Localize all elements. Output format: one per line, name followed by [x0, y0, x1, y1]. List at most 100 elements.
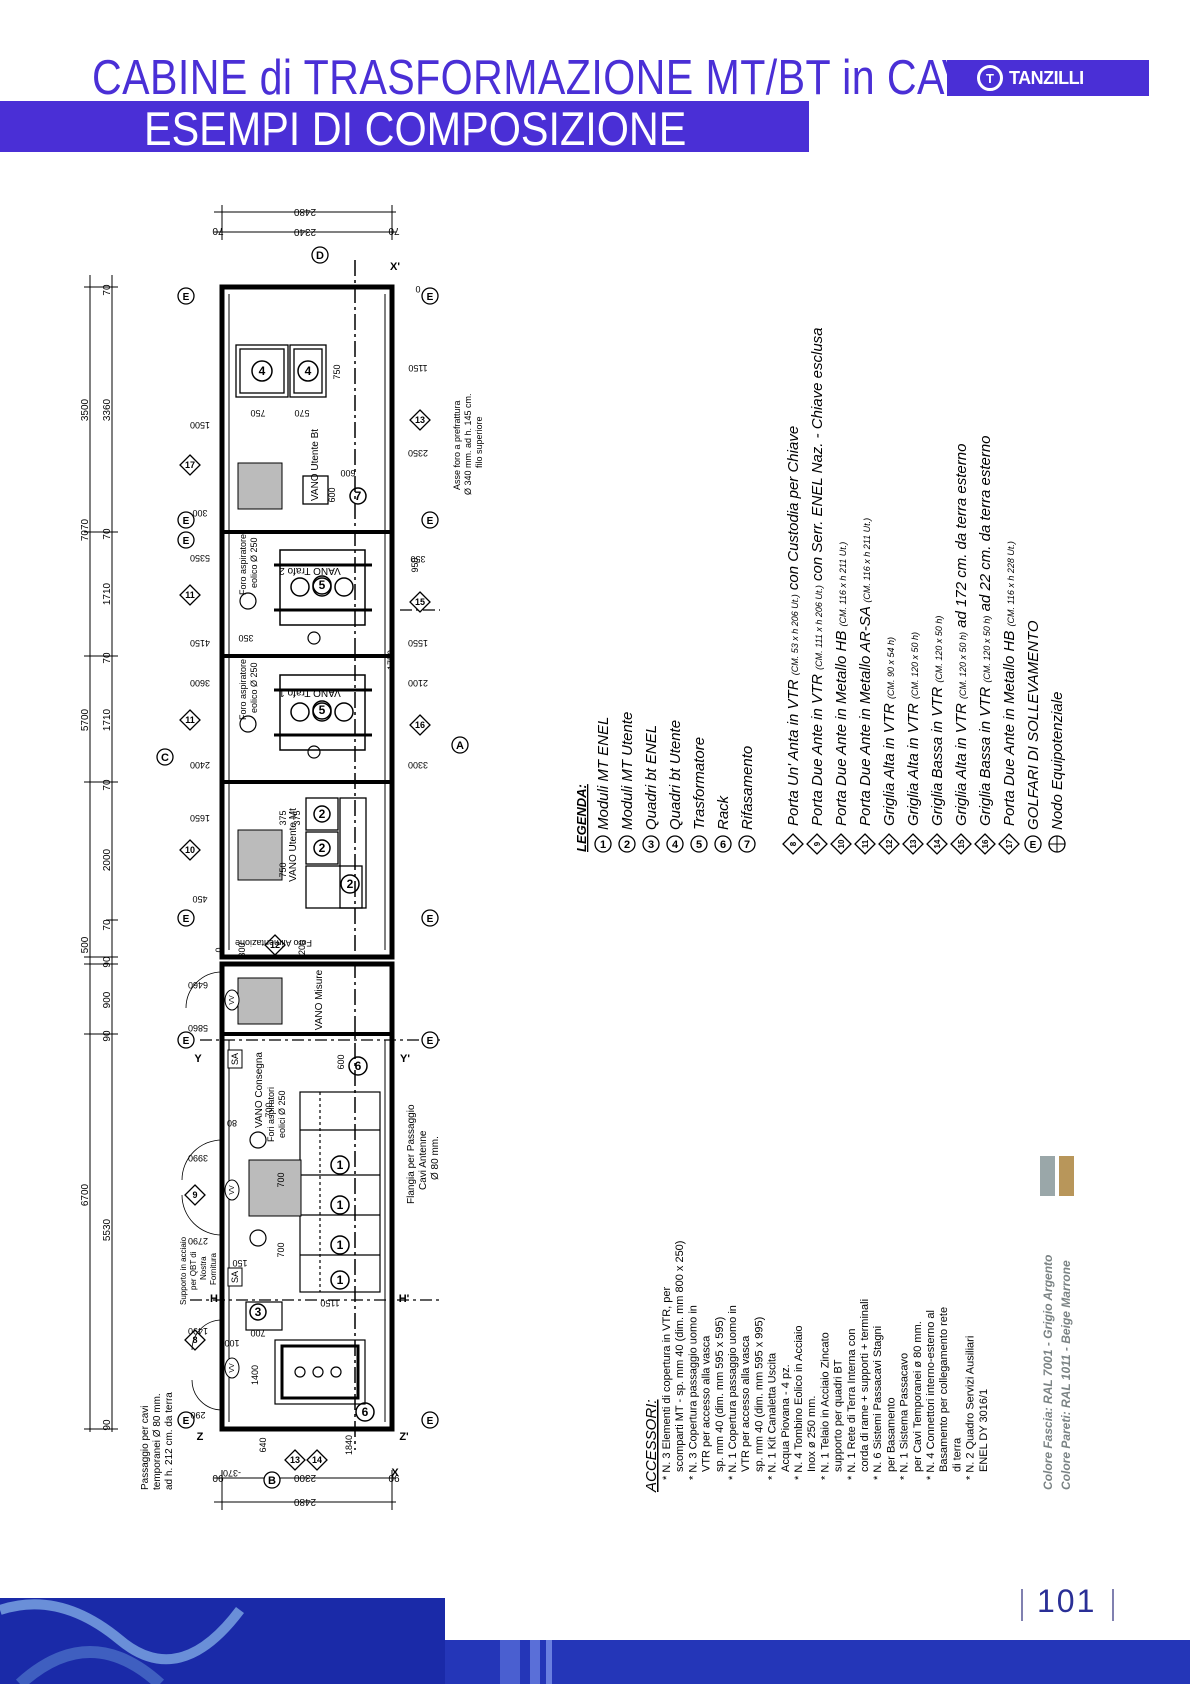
svg-text:C: C — [161, 752, 169, 764]
svg-text:2480: 2480 — [293, 1496, 316, 1507]
svg-text:VANO Trafo 1: VANO Trafo 1 — [279, 687, 341, 698]
page-title: CABINE di TRASFORMAZIONE MT/BT in CAV — [92, 51, 970, 105]
svg-text:E: E — [427, 516, 434, 527]
svg-text:290: 290 — [190, 1410, 205, 1420]
svg-text:600: 600 — [327, 487, 337, 502]
brand-name: TANZILLI — [1009, 67, 1084, 88]
svg-text:Foro aspiratore: Foro aspiratore — [238, 534, 248, 595]
transformer-1 — [274, 674, 372, 751]
svg-text:E: E — [183, 292, 190, 303]
accessori-line: supporto per quadri BT — [833, 1359, 845, 1472]
svg-text:1490: 1490 — [188, 1326, 208, 1336]
svg-text:600: 600 — [340, 468, 355, 478]
svg-text:2350: 2350 — [408, 448, 428, 458]
svg-text:Flangia per Passaggio: Flangia per Passaggio — [406, 1104, 417, 1204]
svg-text:2: 2 — [624, 839, 630, 851]
svg-text:10: 10 — [837, 839, 846, 848]
accessori-line: sp. mm 40 (dim. mm 595 x 595) — [714, 1317, 726, 1472]
svg-text:E: E — [183, 1036, 190, 1047]
top-bottom-dimension-labels: 2480 70 2340 70 2480 90 2300 90 — [212, 206, 400, 1507]
vv-markers: VV VV VV — [224, 989, 240, 1379]
transformer-2 — [274, 549, 372, 626]
footer — [0, 1598, 1190, 1684]
svg-text:temporanei Ø 80 mm.: temporanei Ø 80 mm. — [152, 1393, 163, 1490]
accessori-line: Acqua Piovana - 4 pz. — [780, 1364, 792, 1472]
accessori-line: VTR per accesso alla vasca — [740, 1335, 752, 1472]
accessori-line: * N. 2 Quadro Servizi Ausiliari — [965, 1336, 977, 1480]
accessori-line: * N. 1 Copertura passaggio uomo in — [727, 1305, 739, 1480]
section-labels: D C A B X X' Y Y' H H' Z Z' — [156, 246, 469, 1489]
svg-text:Rifasamento: Rifasamento — [739, 746, 756, 830]
accessori-line: scomparti MT - sp. mm 40 (dim. mm 800 x … — [674, 1241, 686, 1472]
svg-text:570: 570 — [294, 408, 309, 418]
svg-text:150: 150 — [232, 1258, 247, 1268]
svg-text:90: 90 — [388, 1472, 400, 1483]
svg-text:5530: 5530 — [102, 1218, 113, 1241]
svg-text:4: 4 — [305, 364, 312, 378]
svg-text:E: E — [1030, 840, 1037, 851]
svg-text:Porta Due Ante in Metallo HB (: Porta Due Ante in Metallo HB (CM. 116 x … — [1001, 541, 1018, 826]
svg-text:Porta Due Ante in VTR (CM. 111: Porta Due Ante in VTR (CM. 111 x h 206 U… — [809, 328, 826, 827]
svg-text:Nostra: Nostra — [199, 1256, 208, 1280]
svg-text:Fornitura: Fornitura — [209, 1252, 218, 1285]
svg-text:5700: 5700 — [80, 708, 91, 731]
accessori: ACCESSORI: — [643, 1399, 660, 1493]
svg-text:7: 7 — [744, 839, 750, 851]
svg-text:VANO Utente Bt: VANO Utente Bt — [310, 429, 321, 501]
legend-title: LEGENDA: — [574, 784, 589, 852]
sa-markers: SA SA — [227, 1049, 243, 1287]
svg-text:4: 4 — [259, 364, 266, 378]
svg-text:VV: VV — [229, 1363, 236, 1373]
svg-text:6460: 6460 — [188, 980, 208, 990]
building-outline — [219, 284, 395, 1432]
svg-text:350: 350 — [410, 554, 425, 564]
accessori-title: ACCESSORI: — [643, 1399, 660, 1493]
svg-text:Porta Un' Anta in VTR (CM. 53: Porta Un' Anta in VTR (CM. 53 x h 206 Ut… — [785, 426, 802, 826]
svg-text:3600: 3600 — [190, 678, 210, 688]
svg-text:2340: 2340 — [293, 226, 316, 237]
svg-text:2100: 2100 — [408, 678, 428, 688]
svg-text:4: 4 — [672, 839, 679, 851]
bt-panels — [235, 344, 329, 505]
svg-text:Moduli MT ENEL: Moduli MT ENEL — [595, 717, 612, 830]
svg-text:1400: 1400 — [250, 1365, 260, 1385]
svg-text:750: 750 — [278, 862, 288, 877]
svg-text:6: 6 — [362, 1405, 369, 1419]
svg-text:VV: VV — [229, 995, 236, 1005]
svg-text:70: 70 — [102, 779, 113, 791]
mt-enel-panels — [299, 1091, 381, 1293]
svg-text:3: 3 — [648, 839, 654, 851]
svg-text:13: 13 — [415, 415, 425, 425]
svg-text:1: 1 — [337, 1273, 344, 1287]
svg-text:E: E — [427, 1036, 434, 1047]
svg-text:375: 375 — [278, 810, 288, 825]
svg-text:70: 70 — [102, 919, 113, 931]
accessori-line: VTR per accesso alla vasca — [701, 1335, 713, 1472]
svg-text:300: 300 — [237, 942, 247, 957]
svg-text:X': X' — [390, 261, 400, 273]
svg-text:3300: 3300 — [408, 760, 428, 770]
svg-text:12: 12 — [885, 839, 894, 848]
svg-text:5: 5 — [319, 578, 326, 592]
svg-text:700: 700 — [250, 1328, 265, 1338]
svg-text:Griglia Alta in VTR (CM. 120 x: Griglia Alta in VTR (CM. 120 x 50 h) — [905, 632, 922, 826]
svg-text:E: E — [183, 516, 190, 527]
svg-text:3: 3 — [255, 1305, 262, 1319]
svg-text:90: 90 — [102, 1030, 113, 1042]
svg-text:-370: -370 — [223, 1468, 241, 1478]
svg-text:16: 16 — [415, 720, 425, 730]
svg-text:15: 15 — [957, 839, 966, 848]
svg-text:filo superiore: filo superiore — [474, 416, 484, 468]
svg-text:Foro Alimentazione: Foro Alimentazione — [235, 938, 312, 948]
svg-text:Quadri bt ENEL: Quadri bt ENEL — [643, 725, 660, 830]
svg-text:900: 900 — [102, 991, 113, 1008]
brand-mark-icon: T — [977, 65, 1003, 91]
svg-text:70: 70 — [102, 652, 113, 664]
left-dimension-labels: 6700 500 5700 7070 3500 90 5530 90 900 9… — [80, 284, 113, 1431]
svg-text:X: X — [391, 1467, 399, 1479]
svg-text:5: 5 — [319, 703, 326, 717]
